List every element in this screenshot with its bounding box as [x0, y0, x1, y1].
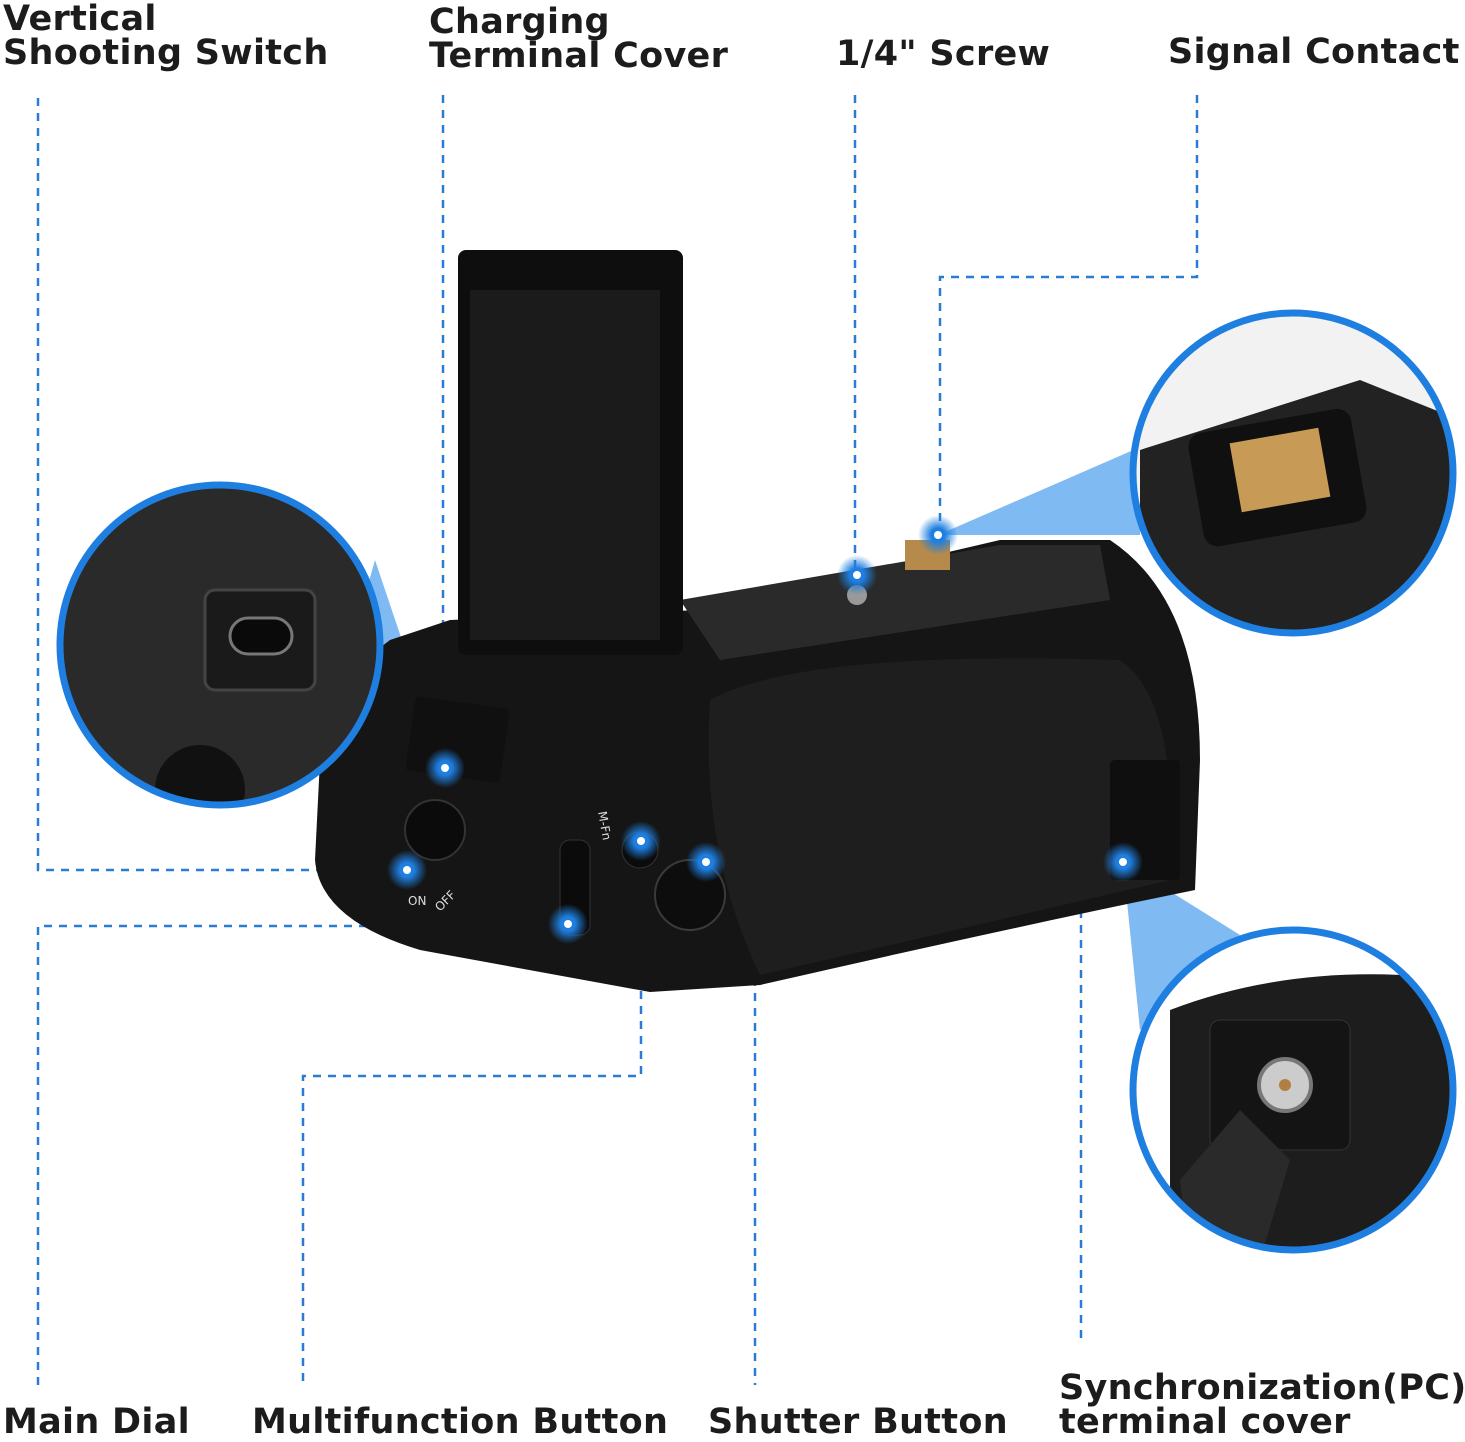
marker-mfn [621, 821, 661, 861]
marker-screw [837, 555, 877, 595]
marker-shutter [686, 842, 726, 882]
label-line: Synchronization(PC) [1059, 1368, 1465, 1408]
grip-top [680, 545, 1110, 660]
marking-on: ON [408, 894, 426, 908]
leader-vertical-shooting-switch [36, 98, 405, 872]
inset-charging-port [56, 481, 384, 809]
cone-bottom [1123, 862, 1240, 1030]
label-sync-terminal-cover: Synchronization(PC) terminal cover [1059, 1368, 1465, 1442]
leader-signal-contact [938, 95, 1199, 535]
label-multifunction-button: Multifunction Button [252, 1402, 669, 1442]
label-shutter-button: Shutter Button [708, 1402, 1008, 1442]
marker-charging-cover [425, 748, 465, 788]
label-line: Shooting Switch [3, 33, 329, 73]
label-screw: 1/4" Screw [836, 34, 1051, 74]
label-line: Vertical [3, 0, 157, 39]
marking-mfn: M-Fn [595, 810, 614, 841]
marker-sync [1103, 842, 1143, 882]
label-main-dial: Main Dial [3, 1402, 190, 1442]
leader-sync-terminal [1079, 860, 1123, 1340]
grip-rubber [708, 658, 1172, 975]
label-charging-terminal-cover: Charging Terminal Cover [429, 2, 729, 76]
power-switch-dial [404, 799, 466, 861]
marker-main-dial [548, 904, 588, 944]
inset-signal-contact [1129, 309, 1457, 637]
marker-vertical-switch [387, 850, 427, 890]
label-line: terminal cover [1059, 1402, 1351, 1442]
inset-sync-terminal [1129, 926, 1457, 1254]
label-line: Terminal Cover [429, 36, 729, 76]
label-signal-contact: Signal Contact [1168, 32, 1460, 72]
label-vertical-shooting-switch: Vertical Shooting Switch [3, 0, 329, 73]
cone-top [938, 445, 1145, 535]
marker-signal-contact [918, 515, 958, 555]
leader-multifunction-button [301, 841, 643, 1385]
markers [387, 515, 1143, 944]
label-line: Charging [429, 2, 610, 42]
battery-grip: M-Fn ON OFF [315, 250, 1200, 992]
